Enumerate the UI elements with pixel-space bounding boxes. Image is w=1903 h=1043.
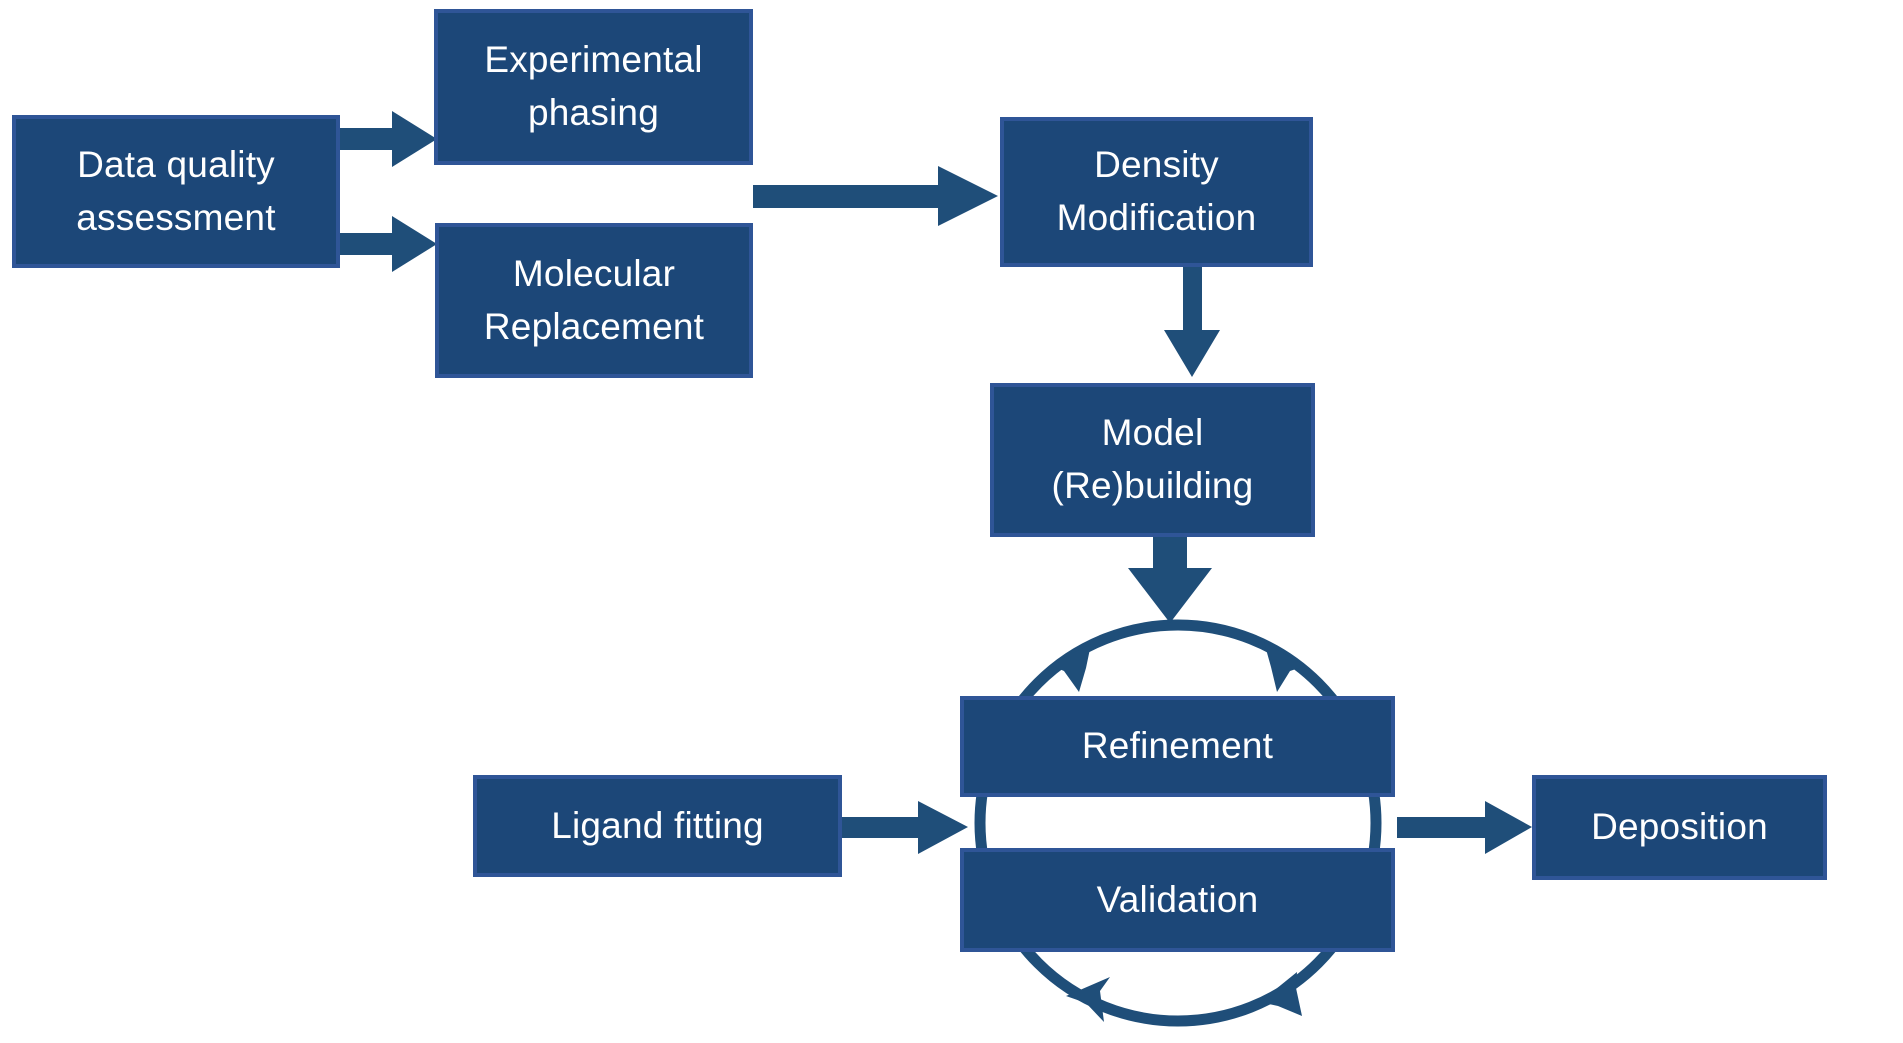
refinement-validation-cycle-ring [974, 619, 1382, 1027]
arrow-densitymodification-to-modelrebuilding [1164, 267, 1220, 377]
arrow-phasing-to-densitymodification [753, 166, 998, 226]
arrow-cycle-to-deposition [1397, 801, 1532, 854]
arrow-dataquality-to-experimentalphasing [340, 111, 437, 167]
node-label: Model (Re)building [1051, 412, 1254, 506]
arrow-ligandfitting-to-cycle [842, 801, 968, 854]
node-experimental-phasing: Experimental phasing [434, 9, 753, 165]
node-model-rebuilding: Model (Re)building [990, 383, 1315, 537]
cycle-arrowhead-top-left [1050, 644, 1091, 692]
arrow-modelrebuilding-to-cycle [1128, 537, 1212, 623]
node-validation: Validation [960, 848, 1395, 952]
node-label: Molecular Replacement [483, 252, 705, 347]
node-ligand-fitting: Ligand fitting [473, 775, 842, 877]
cycle-arrowhead-bottom-right [1260, 972, 1302, 1016]
node-data-quality-assessment: Data quality assessment [12, 115, 340, 268]
arrow-dataquality-to-molecularreplacement [340, 216, 437, 272]
node-label: Deposition [1591, 806, 1768, 848]
node-label: Ligand fitting [551, 804, 764, 846]
node-label: Validation [1096, 878, 1259, 920]
node-molecular-replacement: Molecular Replacement [435, 223, 753, 378]
node-label: Data quality assessment [76, 143, 276, 238]
cycle-arrowhead-bottom-left [1066, 977, 1110, 1022]
node-refinement: Refinement [960, 696, 1395, 797]
node-label: Experimental phasing [484, 39, 703, 133]
node-density-modification: Density Modification [1000, 117, 1313, 267]
node-deposition: Deposition [1532, 775, 1827, 880]
cycle-arrowhead-top-right [1264, 642, 1305, 692]
node-label: Density Modification [1056, 144, 1257, 238]
node-label: Refinement [1081, 725, 1274, 767]
